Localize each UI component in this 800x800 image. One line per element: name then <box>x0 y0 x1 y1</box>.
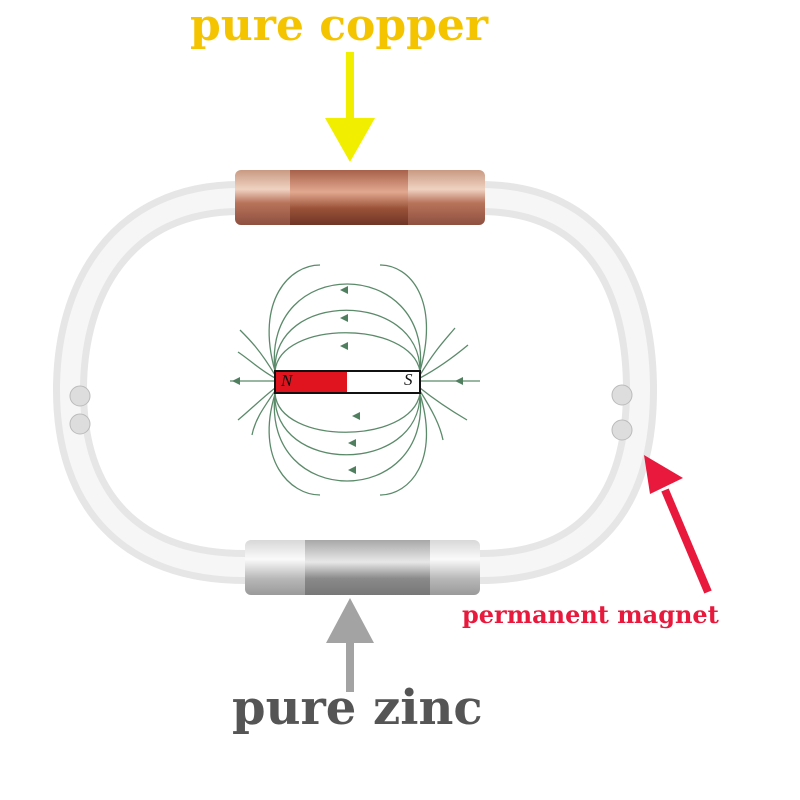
magnet-arrow <box>644 455 712 594</box>
copper-label: pure copper <box>190 0 489 51</box>
zinc-arrow <box>326 598 374 692</box>
bar-magnet <box>274 370 421 394</box>
north-pole-label: N <box>281 371 293 390</box>
magnet-beads-right <box>611 384 633 441</box>
copper-arrow <box>325 52 375 162</box>
zinc-label: pure zinc <box>232 680 483 736</box>
field-arrowheads <box>232 286 463 474</box>
magnet-beads-left <box>69 385 91 435</box>
magnetic-field-lines <box>230 264 480 496</box>
permanent-magnet-label: permanent magnet <box>462 600 719 629</box>
zinc-tube <box>245 540 480 595</box>
south-pole-label: S <box>404 370 413 389</box>
copper-tube <box>235 170 485 225</box>
